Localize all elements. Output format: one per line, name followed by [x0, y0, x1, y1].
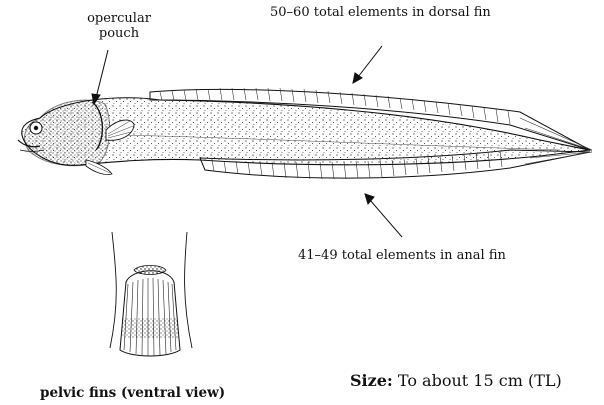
dorsal-fin-label: 50–60 total elements in dorsal fin [270, 5, 491, 20]
fish-head [18, 100, 110, 166]
size-caption: Size: To about 15 cm (TL) [350, 373, 562, 388]
opercular-pouch-label: opercular pouch [86, 11, 152, 41]
pelvic-fins-caption: pelvic fins (ventral view) [40, 386, 225, 401]
pelvic-fins-ventral-view [110, 232, 192, 356]
size-value: To about 15 cm (TL) [393, 371, 562, 390]
anal-fin-label: 41–49 total elements in anal fin [298, 248, 506, 263]
size-key: Size: [350, 371, 393, 390]
